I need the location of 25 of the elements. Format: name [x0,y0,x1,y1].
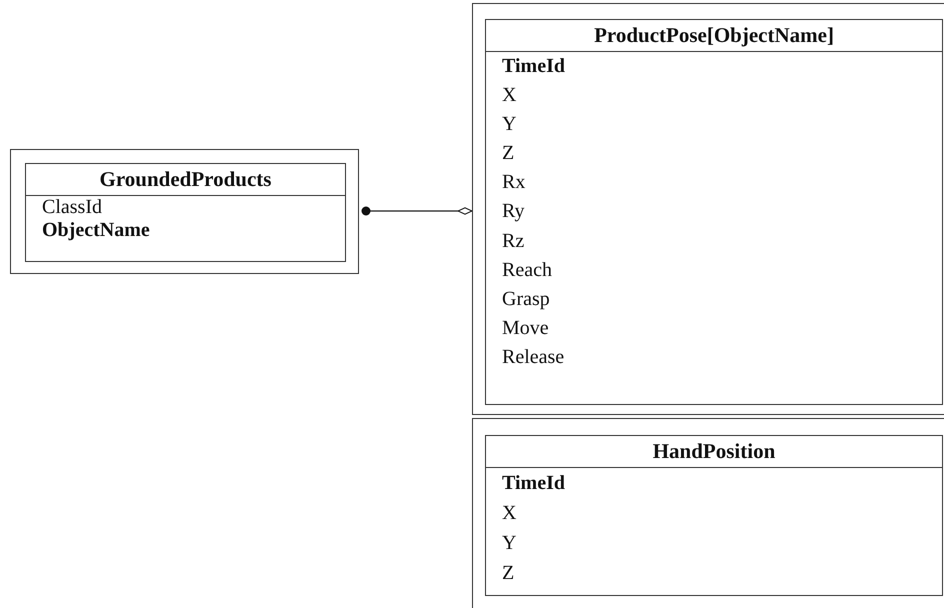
attribute-name: TimeId [501,54,566,79]
entity-name: ProductPose[ObjectName] [486,20,942,52]
attribute-name: Z [501,561,516,586]
attribute-name: Rz [501,228,526,254]
attribute-name: Reach [501,258,553,283]
entity-frame [10,149,359,274]
attribute-name: ClassId [41,196,103,219]
attribute-name: TimeId [501,471,566,496]
attribute-name: Grasp [501,286,551,312]
attribute-name: Ry [501,199,526,224]
connector [362,206,472,216]
entity-frame [472,418,944,608]
entity-table [25,163,346,262]
attribute-name: Z [501,141,516,166]
attribute-name: Release [501,344,566,370]
entity-name: GroundedProducts [26,164,345,196]
attribute-name: Y [501,531,518,556]
attribute-name: Move [501,316,550,341]
attribute-name: Y [501,112,518,138]
attribute-name: X [501,83,518,108]
attribute-name: X [501,501,518,526]
entity-name: HandPosition [486,436,942,468]
attribute-name: ObjectName [41,219,151,242]
entity-table [485,435,943,596]
attribute-name: Rx [501,170,526,196]
